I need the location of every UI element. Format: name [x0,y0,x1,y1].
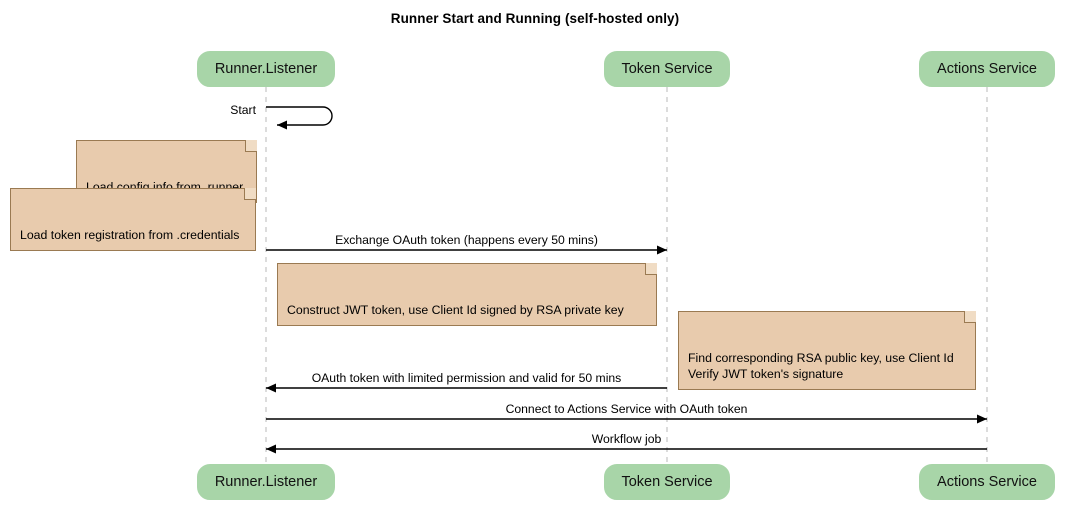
note-fold-corner-icon [645,263,657,275]
note-fold-corner-icon [964,311,976,323]
note-text: Load token registration from .credential… [20,228,240,242]
message-text: OAuth token with limited permission and … [311,371,622,385]
participant-footer-actions[interactable]: Actions Service [919,464,1055,500]
participant-header-actions[interactable]: Actions Service [919,51,1055,87]
note-fold-corner-icon [244,188,256,200]
participant-header-token[interactable]: Token Service [604,51,730,87]
message-text: Start [230,103,256,117]
participant-label: Actions Service [937,61,1037,77]
message-text: Workflow job [591,432,662,446]
message-label-workflow-job: Workflow job [266,432,987,446]
message-label-connect-actions-service: Connect to Actions Service with OAuth to… [266,402,987,416]
message-label-exchange-oauth-token: Exchange OAuth token (happens every 50 m… [266,233,667,247]
note-fold-corner-icon [245,140,257,152]
note-text: Find corresponding RSA public key, use C… [688,351,954,381]
page-title: Runner Start and Running (self-hosted on… [390,11,680,26]
participant-label: Token Service [621,61,713,77]
note-text: Construct JWT token, use Client Id signe… [287,303,624,317]
participant-footer-runner[interactable]: Runner.Listener [197,464,335,500]
participant-footer-token[interactable]: Token Service [604,464,730,500]
note-verify-jwt-token: Find corresponding RSA public key, use C… [678,311,976,390]
note-load-token-registration: Load token registration from .credential… [10,188,256,251]
message-arrow-start [266,106,333,130]
note-construct-jwt-token: Construct JWT token, use Client Id signe… [277,263,657,326]
lifelines [265,87,988,464]
message-text: Connect to Actions Service with OAuth to… [505,402,748,416]
message-label-oauth-token-reply: OAuth token with limited permission and … [266,371,667,385]
participant-label: Runner.Listener [214,474,318,490]
message-lines [266,106,987,454]
message-label-start: Start [166,103,256,117]
participant-label: Actions Service [937,474,1037,490]
message-text: Exchange OAuth token (happens every 50 m… [335,233,598,247]
participant-label: Runner.Listener [214,61,318,77]
participant-header-runner[interactable]: Runner.Listener [197,51,335,87]
participant-label: Token Service [621,474,713,490]
